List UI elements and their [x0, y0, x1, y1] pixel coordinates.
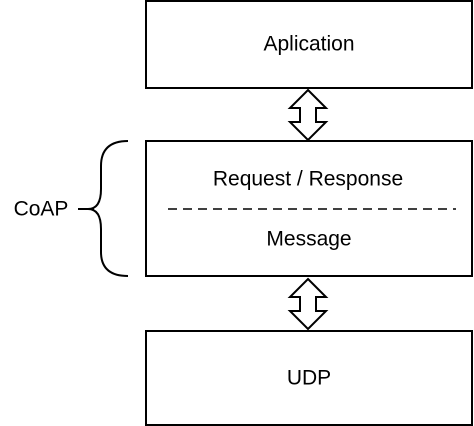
application-box	[145, 0, 473, 89]
coap-label: CoAP	[14, 198, 69, 221]
udp-box	[145, 330, 473, 426]
application-layer: Aplication	[145, 0, 473, 89]
udp-layer: UDP	[145, 330, 473, 426]
coap-udp-double-arrow	[287, 277, 329, 331]
coap-group: CoAP	[14, 140, 129, 277]
request-response-label: Request / Response	[213, 168, 403, 191]
application-coap-double-arrow	[287, 88, 329, 142]
coap-layer: Request / Response Message	[145, 140, 473, 277]
message-label: Message	[266, 228, 351, 251]
application-label: Aplication	[263, 33, 354, 56]
udp-label: UDP	[287, 367, 331, 390]
